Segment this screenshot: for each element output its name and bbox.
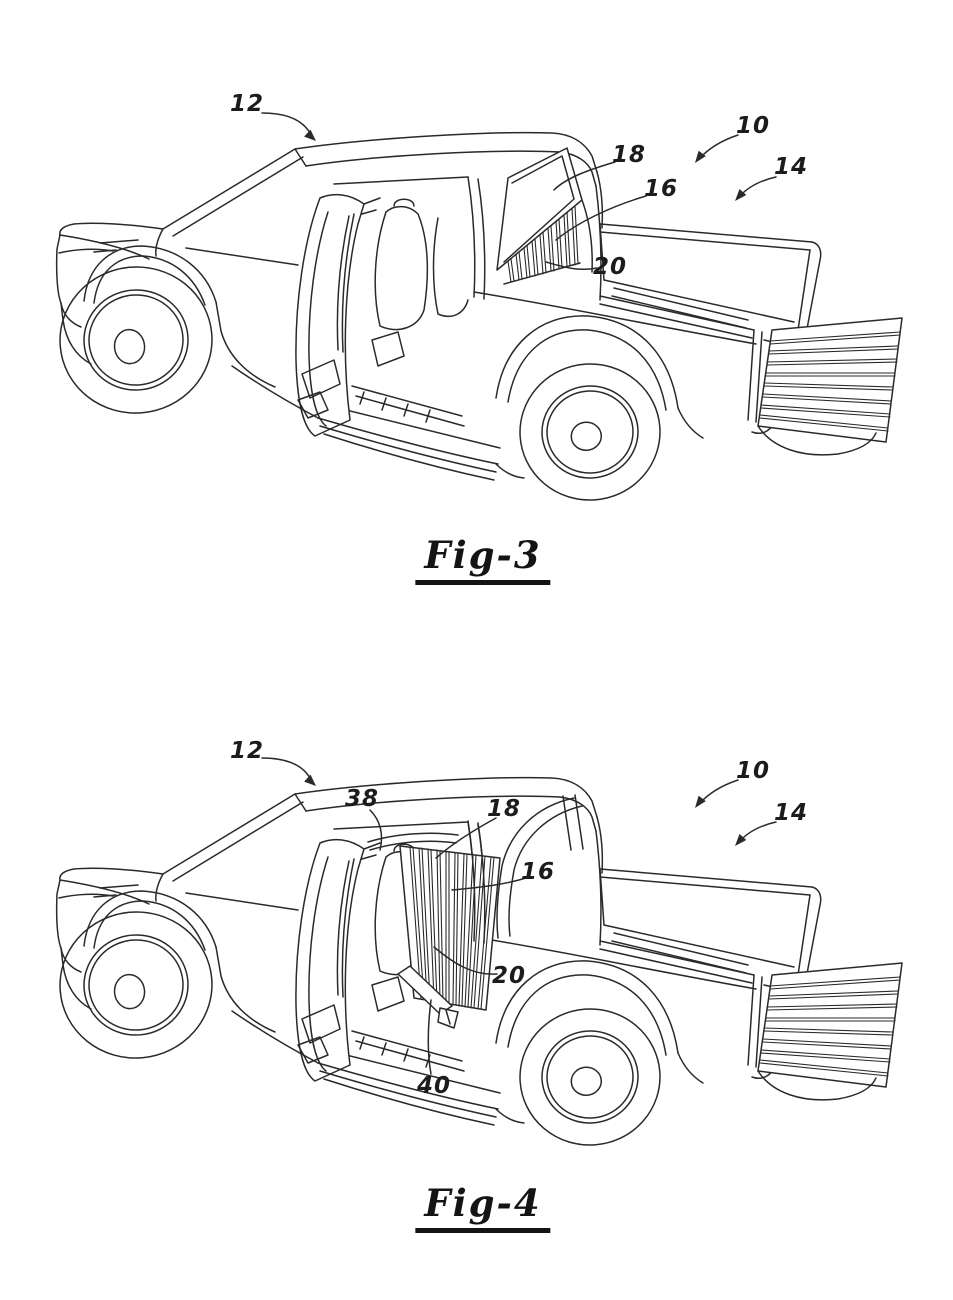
ref-label-18-fig3: 18 — [611, 142, 647, 168]
ref-label-38-fig4: 38 — [344, 786, 380, 812]
leader-lines-fig3 — [261, 112, 777, 271]
truck-drawing-fig3 — [53, 131, 903, 506]
ref-label-18-fig4: 18 — [486, 796, 522, 822]
ref-label-16-fig3: 16 — [643, 176, 679, 202]
figure4-caption: Fig-4 — [415, 1181, 551, 1233]
ref-label-14-fig4: 14 — [773, 800, 809, 826]
ref-label-20-fig3: 20 — [592, 254, 628, 280]
ref-label-10-fig3: 10 — [735, 113, 771, 139]
ref-label-12-fig3: 12 — [229, 91, 265, 117]
figure3-caption: Fig-3 — [415, 533, 551, 585]
truck-drawing-fig4 — [53, 776, 903, 1151]
ref-label-40-fig4: 40 — [416, 1073, 452, 1099]
ref-label-16-fig4: 16 — [520, 859, 556, 885]
leader-lines-fig4 — [261, 757, 777, 1075]
ref-label-10-fig4: 10 — [735, 758, 771, 784]
ref-label-14-fig3: 14 — [773, 154, 809, 180]
ref-label-20-fig4: 20 — [491, 963, 527, 989]
ref-label-12-fig4: 12 — [229, 738, 265, 764]
